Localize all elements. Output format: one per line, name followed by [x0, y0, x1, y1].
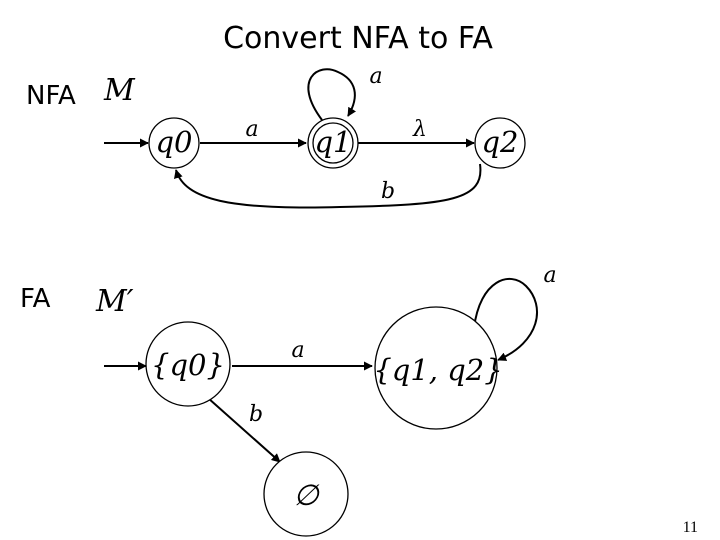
- fa-diagram: FA M′ {q0} {q1, q2} ∅ a a b: [20, 263, 557, 537]
- fa-edge-merged-loop-label: a: [543, 263, 556, 288]
- nfa-edge-q2-q0-label: b: [381, 179, 395, 204]
- nfa-state-q0-label: q0: [155, 125, 192, 159]
- slide-title: Convert NFA to FA: [223, 21, 493, 56]
- fa-state-start-label: {q0}: [151, 348, 225, 382]
- fa-section-label: FA: [20, 284, 51, 314]
- nfa-diagram: NFA M q0 q1 q2 a a λ b: [26, 64, 526, 209]
- fa-edge-start-merged-label: a: [291, 338, 304, 363]
- nfa-edge-q1-loop-label: a: [369, 64, 382, 89]
- nfa-state-q2: [474, 117, 526, 169]
- fa-state-merged-label: {q1, q2}: [373, 353, 502, 387]
- fa-state-start: [145, 321, 231, 407]
- nfa-state-q0: [148, 117, 200, 169]
- nfa-edge-q1-loop: [307, 68, 357, 121]
- nfa-edge-q1-q2-label: λ: [412, 117, 427, 142]
- page-number: 11: [683, 519, 698, 536]
- fa-edge-start-empty-label: b: [249, 402, 263, 427]
- fa-edge-merged-loop: [473, 277, 539, 361]
- nfa-machine-name: M: [103, 73, 136, 108]
- nfa-state-q1-accept-ring: [312, 122, 354, 164]
- nfa-edge-q0-q1-label: a: [245, 117, 258, 142]
- nfa-section-label: NFA: [26, 81, 76, 111]
- fa-edge-start-empty: [207, 397, 281, 463]
- fa-state-empty-label: ∅: [293, 478, 320, 512]
- fa-machine-name: M′: [95, 284, 134, 319]
- fa-state-empty: [263, 451, 349, 537]
- nfa-state-q2-label: q2: [481, 125, 518, 159]
- nfa-state-q1-label: q1: [314, 125, 351, 159]
- nfa-edge-q2-q0: [174, 163, 482, 209]
- fa-state-merged: [374, 306, 498, 430]
